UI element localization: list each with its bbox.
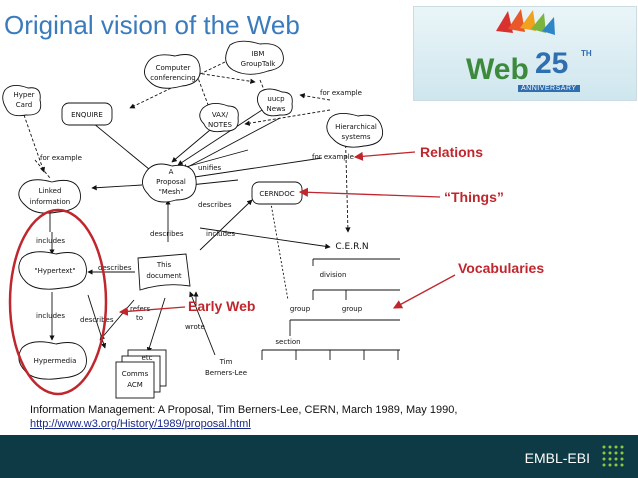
node-linked-line2: information [30, 198, 70, 206]
node-docs-front-shape [115, 361, 155, 399]
node-division-label: division [320, 271, 347, 279]
annotation-vocabularies: Vocabularies [458, 260, 544, 276]
node-computer-conf-line2: conferencing [150, 74, 195, 82]
edge-for-example-2: for example [40, 154, 82, 162]
edge-refers-line1: refers [130, 305, 151, 313]
node-uucp-line1: uucp [267, 95, 285, 103]
node-hypermedia-shape [18, 341, 87, 380]
footer-bar: EMBL-EBI [0, 435, 638, 478]
node-proposal-line1: A [169, 168, 174, 176]
embl-ebi-logo-icon [602, 445, 624, 467]
edge-includes-1: includes [206, 230, 235, 238]
node-hierarchical-shape [326, 113, 384, 148]
annotation-things: “Things” [444, 189, 504, 205]
node-hypertext-label: "Hypertext" [34, 267, 75, 275]
caption: Information Management: A Proposal, Tim … [30, 403, 457, 431]
edge-refers-line2: to [136, 314, 143, 322]
edge-for-example-1: for example [320, 89, 362, 97]
edge-describes-4: describes [80, 316, 114, 324]
logo-25-text: 25 [535, 47, 569, 80]
node-computer-conf-line1: Computer [156, 64, 191, 72]
node-this-doc-line2: document [146, 272, 182, 280]
vocabularies-arrow [392, 274, 456, 309]
edge-for-example-3: for example [312, 153, 354, 161]
edge-wrote: wrote [185, 323, 205, 331]
node-proposal-line3: "Mesh" [159, 188, 184, 196]
footer-org-name: EMBL-EBI [524, 450, 590, 466]
logo-web-text: Web [466, 53, 529, 86]
node-computer-conf-shape [144, 54, 201, 89]
node-this-doc-line1: This [156, 261, 172, 269]
node-docs-line2: Comms [122, 370, 149, 378]
caption-citation: Information Management: A Proposal, Tim … [30, 404, 458, 416]
node-enquire-shape [61, 102, 113, 126]
annotation-relations: Relations [420, 144, 483, 160]
node-uucp-shape [257, 88, 293, 117]
node-tim-line2: Berners-Lee [205, 369, 247, 377]
node-hypertext-shape [18, 251, 87, 290]
node-ibm-line2: GroupTalk [241, 60, 277, 68]
web25-logo-mark [496, 9, 555, 35]
node-hypercard-line1: Hyper [13, 91, 34, 99]
edge-describes-2: describes [150, 230, 184, 238]
node-vax-shape [199, 103, 239, 133]
page-title: Original vision of the Web [4, 10, 300, 40]
edge-includes-3: includes [36, 312, 65, 320]
node-linked-line1: Linked [39, 187, 62, 195]
caption-link[interactable]: http://www.w3.org/History/1989/proposal.… [30, 418, 251, 430]
node-tim-line1: Tim [219, 358, 233, 366]
node-section-label: section [275, 338, 300, 346]
node-hypermedia-label: Hypermedia [34, 357, 77, 365]
edge-describes-1: describes [198, 201, 232, 209]
node-this-doc-shape [137, 253, 191, 291]
early-web-ellipse [8, 208, 108, 396]
web25-logo: Web 25 TH ANNIVERSARY [413, 6, 637, 101]
node-docs-line1: etc [142, 354, 153, 362]
relations-arrow [353, 151, 416, 161]
node-hypercard-line2: Card [16, 101, 32, 109]
node-hypercard-shape [2, 85, 42, 117]
node-hierarchical-line1: Hierarchical [335, 123, 377, 131]
node-proposal-line2: Proposal [156, 178, 186, 186]
node-uucp-line2: News [267, 105, 286, 113]
early-web-arrow [118, 306, 186, 316]
logo-anniversary-text: ANNIVERSARY [518, 85, 580, 92]
node-hierarchical-line2: systems [342, 133, 371, 141]
edge-includes-2: includes [36, 237, 65, 245]
annotation-early-web: Early Web [188, 298, 255, 314]
things-arrow [298, 187, 441, 198]
node-cerndoc-label: CERNDOC [259, 190, 294, 198]
node-vax-line1: VAX/ [212, 111, 229, 119]
node-proposal-shape [142, 163, 197, 203]
node-group1-label: group [290, 305, 311, 313]
node-vax-line2: NOTES [208, 121, 232, 129]
node-linked-shape [18, 179, 81, 214]
node-group2-label: group [342, 305, 363, 313]
node-cern-label: C.E.R.N [335, 242, 368, 252]
node-docs-line3: ACM [127, 381, 143, 389]
node-enquire-label: ENQUIRE [71, 111, 103, 119]
node-ibm-line1: IBM [252, 50, 265, 58]
node-ibm-shape [225, 40, 284, 75]
edge-describes-3: describes [98, 264, 132, 272]
logo-th-text: TH [581, 49, 592, 58]
edge-unifies: unifies [198, 164, 222, 172]
